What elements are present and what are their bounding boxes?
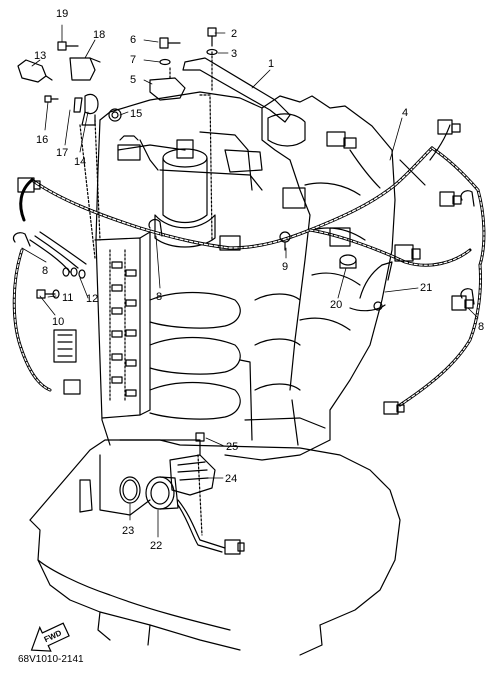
callout-7: 7 (130, 54, 136, 66)
callout-18: 18 (93, 29, 105, 41)
callout-8-right: 8 (478, 321, 484, 333)
wiring-harness (12, 124, 486, 407)
callout-17: 17 (56, 147, 68, 159)
engine-block (95, 91, 396, 461)
electrical-bracket (94, 231, 151, 419)
drawing-code: 68V1010-2141 (18, 654, 84, 665)
callout-21: 21 (420, 282, 432, 294)
callout-12: 12 (86, 293, 98, 305)
cable-clamps (12, 190, 475, 305)
starter-assembly (117, 135, 216, 248)
grommet-parts (119, 432, 245, 555)
callout-13: 13 (34, 50, 46, 62)
lower-cowling (29, 439, 401, 656)
callout-25: 25 (226, 441, 238, 453)
callout-10: 10 (52, 316, 64, 328)
callout-labels: 1 2 3 4 5 6 7 8 8 8 9 10 11 12 13 14 15 … (34, 8, 484, 552)
bracket-hardware (149, 27, 291, 241)
leader-lines (21, 24, 479, 538)
fwd-arrow-icon: FWD (30, 622, 70, 652)
callout-11: 11 (62, 292, 73, 304)
callout-8-left: 8 (42, 265, 48, 277)
sensors (279, 231, 393, 312)
callout-5: 5 (130, 74, 136, 86)
callout-3: 3 (231, 48, 237, 60)
callout-9: 9 (282, 261, 288, 273)
callout-20: 20 (330, 299, 342, 311)
callout-24: 24 (225, 473, 237, 485)
callout-15: 15 (130, 108, 142, 120)
callout-8-center: 8 (156, 291, 162, 303)
left-top-parts (17, 41, 122, 259)
callout-16: 16 (36, 134, 48, 146)
callout-4: 4 (402, 107, 408, 119)
callout-6: 6 (130, 34, 136, 46)
small-fasteners (36, 267, 86, 299)
callout-2: 2 (231, 28, 237, 40)
callout-19: 19 (56, 8, 68, 20)
callout-1: 1 (268, 58, 274, 70)
harness-connectors (17, 119, 474, 415)
callout-23: 23 (122, 525, 134, 537)
callout-14: 14 (74, 156, 86, 168)
callout-22: 22 (150, 540, 162, 552)
